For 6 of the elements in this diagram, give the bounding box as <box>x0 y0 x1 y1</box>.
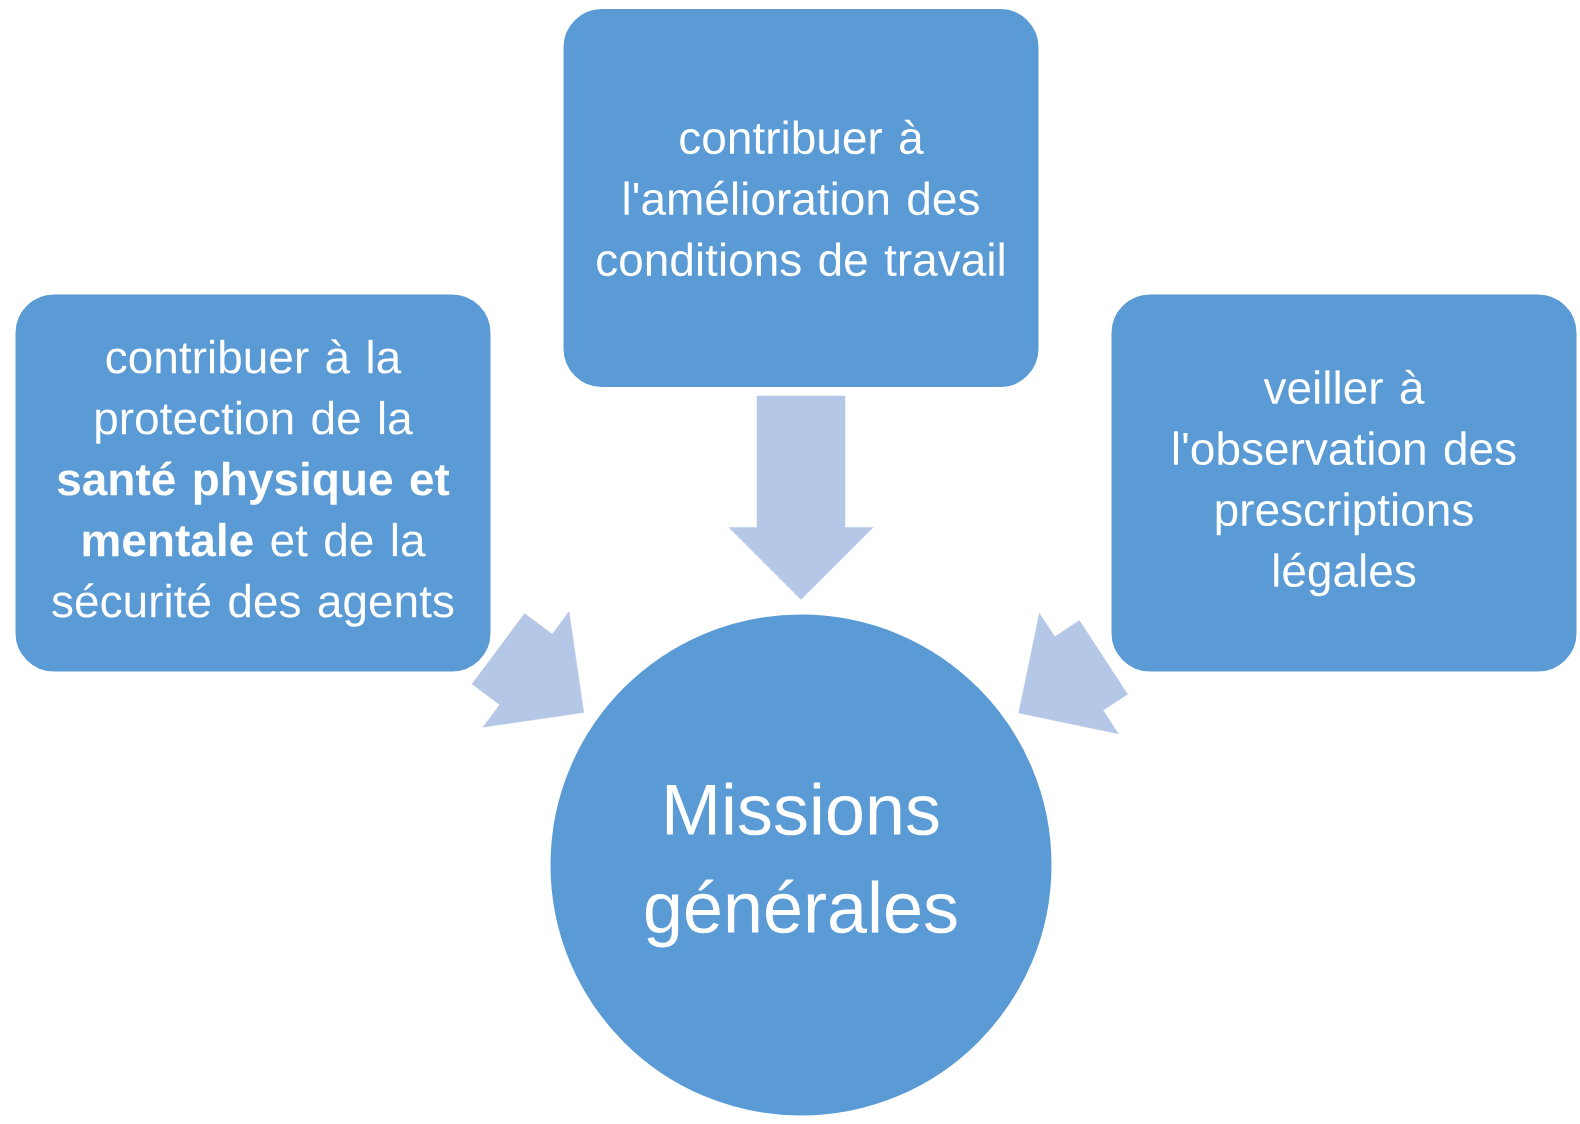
process-box: contribuer à l'amélioration des conditions de travail <box>560 6 1042 390</box>
process-box: contribuer à la protection de la santé physique et mentale et de la sécurité des agents <box>12 291 494 675</box>
process-box: veiller à l'observation des prescriptions légales <box>1108 291 1580 675</box>
block-arrow <box>1018 613 1128 734</box>
block-arrow <box>728 395 874 600</box>
block-arrow <box>471 611 584 728</box>
